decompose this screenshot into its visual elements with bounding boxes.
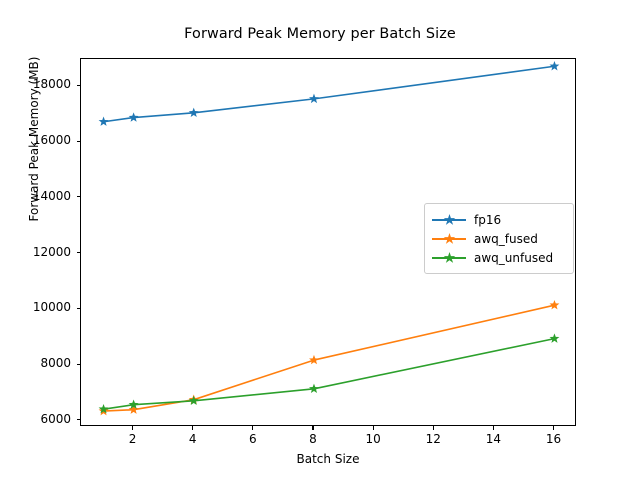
- data-point-fp16-4: [188, 107, 199, 118]
- x-tick-label: 2: [128, 432, 137, 446]
- x-tick-label: 4: [188, 432, 197, 446]
- legend-swatch-awq-unfused: [432, 251, 466, 265]
- y-tick-mark: [76, 419, 80, 421]
- series-line-fp16: [102, 65, 556, 123]
- x-tick-label: 12: [425, 432, 441, 446]
- legend-swatch-fp16: [432, 213, 466, 227]
- data-point-awq_fused-8: [309, 354, 319, 365]
- x-tick-mark: [252, 426, 254, 430]
- data-point-awq_unfused-4: [188, 395, 199, 405]
- data-point-awq_fused-2: [128, 404, 139, 414]
- series-line-awq_unfused: [102, 337, 556, 410]
- y-tick-label: 6000: [40, 411, 71, 426]
- plot-svg: [98, 61, 560, 416]
- data-point-fp16-16: [549, 61, 560, 71]
- star-marker-icon: [443, 251, 456, 263]
- x-tick-mark: [552, 426, 555, 430]
- legend-label-awq-fused: awq_fused: [474, 231, 538, 246]
- x-tick-label: 8: [309, 432, 317, 446]
- data-point-awq_fused-16: [549, 299, 560, 310]
- legend-label-fp16: fp16: [474, 212, 502, 227]
- x-tick-mark: [192, 426, 194, 430]
- x-axis-label: Batch Size: [296, 452, 360, 466]
- legend: fp16 awq_fused awq_unfused: [424, 203, 574, 274]
- x-tick-mark: [312, 426, 314, 430]
- legend-swatch-awq-fused: [432, 232, 466, 246]
- y-tick-label: 10000: [32, 300, 71, 315]
- legend-item-fp16[interactable]: fp16: [432, 210, 566, 229]
- star-marker-icon: [443, 232, 456, 244]
- y-tick-mark: [76, 252, 80, 254]
- x-tick-mark: [432, 426, 434, 430]
- x-tick-mark: [372, 426, 374, 430]
- data-point-awq_unfused-8: [309, 383, 319, 394]
- data-point-fp16-8: [309, 93, 319, 104]
- y-tick-label: 16000: [32, 133, 71, 148]
- data-point-awq_unfused-2: [128, 399, 139, 409]
- legend-item-awq-unfused[interactable]: awq_unfused: [432, 248, 566, 267]
- y-tick-label: 8000: [40, 356, 71, 371]
- data-point-awq_unfused-1: [98, 403, 109, 414]
- x-tick-label: 14: [485, 432, 501, 446]
- data-point-fp16-2: [128, 112, 139, 122]
- x-tick-label: 10: [365, 432, 381, 446]
- y-tick-mark: [76, 140, 80, 142]
- y-tick-mark: [76, 363, 80, 365]
- x-tick-label: 16: [545, 432, 562, 446]
- y-tick-mark: [76, 84, 80, 86]
- y-tick-mark: [76, 196, 80, 198]
- y-tick-label: 12000: [32, 244, 71, 259]
- legend-label-awq-unfused: awq_unfused: [474, 250, 554, 265]
- chart-title: Forward Peak Memory per Batch Size: [184, 26, 456, 42]
- series-line-awq_fused: [102, 304, 556, 412]
- data-point-fp16-1: [98, 116, 109, 126]
- y-tick-mark: [76, 307, 80, 309]
- legend-item-awq-fused[interactable]: awq_fused: [432, 229, 566, 248]
- x-tick-mark: [132, 426, 134, 430]
- y-tick-label: 14000: [32, 188, 71, 203]
- y-tick-label: 18000: [32, 77, 71, 92]
- x-tick-mark: [492, 426, 494, 430]
- star-marker-icon: [443, 213, 456, 225]
- x-tick-label: 6: [249, 432, 257, 446]
- data-point-awq_unfused-16: [549, 333, 560, 343]
